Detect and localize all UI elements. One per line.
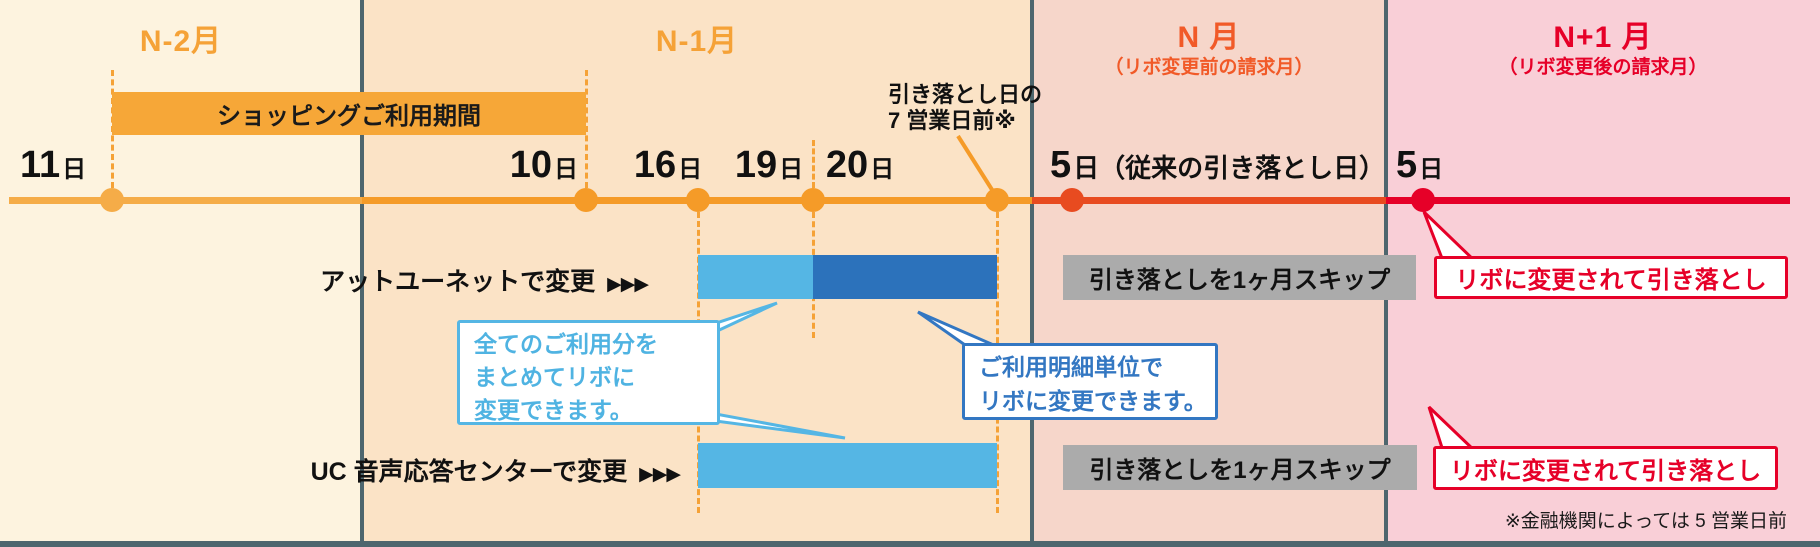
skip-box-atyounet: 引き落としを1ヶ月スキップ <box>1063 255 1416 300</box>
detail-change-bubble: ご利用明細単位で リボに変更できます。 <box>962 343 1218 420</box>
timeline-dot-day5-n-plus-1 <box>1411 188 1435 212</box>
date-unit: 日 <box>554 156 578 183</box>
bubble-line: ご利用明細単位で <box>979 354 1163 380</box>
month-header-n: N 月 （リボ変更前の請求月） <box>1032 22 1386 79</box>
date-unit: 日 <box>1419 156 1444 183</box>
withdrawal-deadline-note: 引き落とし日の 7 営業日前※ <box>888 82 1058 134</box>
month-title: N+1 月 <box>1553 21 1653 54</box>
date-number: 5 <box>1396 144 1418 186</box>
bubble-line: まとめてリボに <box>474 364 635 390</box>
date-number: 10 <box>509 144 552 186</box>
date-number: 19 <box>734 144 778 186</box>
skip-label: 引き落としを1ヶ月スキップ <box>1088 267 1391 294</box>
row-label-text: UC 音声応答センターで変更 <box>310 458 628 486</box>
date-number: 20 <box>825 144 869 186</box>
month-header-n-2: N-2月 <box>0 26 362 58</box>
month-subtitle: （リボ変更後の請求月） <box>1498 57 1708 78</box>
panel-month-n-2 <box>0 0 362 547</box>
timeline-dot-day5-n <box>1060 188 1084 212</box>
timeline-dot-day11 <box>100 188 124 212</box>
date-label-day11: 11日 <box>20 144 86 187</box>
note-line-2: 7 営業日前※ <box>888 108 1016 133</box>
footnote: ※金融機関によっては 5 営業日前 <box>1504 511 1787 532</box>
atyounet-detail-change-bar <box>813 255 997 299</box>
result-bubble-atyounet: リボに変更されて引き落とし <box>1434 256 1788 299</box>
date-number: 16 <box>633 144 677 186</box>
timeline-segment-n <box>1032 197 1386 204</box>
date-label-day10: 10日 <box>470 144 578 187</box>
date-label-day20: 20日 <box>822 144 898 187</box>
row-label-uc-center: UC 音声応答センターで変更 ▶▶▶ <box>280 452 681 488</box>
skip-box-uc: 引き落としを1ヶ月スキップ <box>1063 445 1417 490</box>
bubble-line: 変更できます。 <box>474 397 633 423</box>
timeline-dot-deadline <box>985 188 1009 212</box>
shopping-period-bar: ショッピングご利用期間 <box>112 92 586 135</box>
month-header-n-1: N-1月 <box>362 26 1032 58</box>
result-bubble-uc: リボに変更されて引き落とし <box>1433 446 1778 490</box>
shopping-period-label: ショッピングご利用期間 <box>217 103 481 130</box>
dashed-guide-line-day19-20-upper <box>812 140 815 188</box>
month-title: N-1月 <box>655 25 739 58</box>
timeline-dot-day16 <box>686 188 710 212</box>
date-unit: 日 <box>870 156 895 183</box>
result-label: リボに変更されて引き落とし <box>1449 457 1762 485</box>
bubble-line: 全てのご利用分を <box>474 331 658 357</box>
date-number: 11 <box>20 144 61 186</box>
dashed-guide-line-day10 <box>585 70 588 188</box>
date-unit: 日 <box>779 156 804 183</box>
date-unit: 日（従来の引き落とし日） <box>1073 153 1386 183</box>
timeline-dot-day10 <box>574 188 598 212</box>
date-unit: 日 <box>678 156 703 183</box>
row-label-text: アットユーネットで変更 <box>320 268 596 296</box>
atyounet-bulk-change-bar <box>698 255 813 299</box>
month-subtitle: （リボ変更前の請求月） <box>1104 57 1314 78</box>
uc-center-change-bar <box>698 443 997 488</box>
timeline-dot-day19-20 <box>801 188 825 212</box>
divider-n1-n <box>1030 0 1034 547</box>
date-label-day16: 16日 <box>633 144 703 187</box>
triple-arrow-icon: ▶▶▶ <box>639 464 681 485</box>
month-header-n-plus-1: N+1 月 （リボ変更後の請求月） <box>1386 22 1820 79</box>
date-label-day5-n-plus-1: 5日 <box>1396 144 1443 187</box>
timeline-segment-n-2 <box>9 197 362 204</box>
date-label-day5-n: 5日（従来の引き落とし日） <box>1050 144 1385 187</box>
skip-label: 引き落としを1ヶ月スキップ <box>1089 457 1391 484</box>
date-number: 5 <box>1050 144 1072 186</box>
result-label: リボに変更されて引き落とし <box>1455 267 1767 294</box>
bulk-change-bubble: 全てのご利用分を まとめてリボに 変更できます。 <box>457 320 720 425</box>
triple-arrow-icon: ▶▶▶ <box>607 274 649 295</box>
divider-n2-n1 <box>360 0 364 547</box>
bubble-line: リボに変更できます。 <box>979 388 1207 414</box>
date-label-day19: 19日 <box>730 144 808 187</box>
row-label-atyounet: アットユーネットで変更 ▶▶▶ <box>288 262 649 298</box>
month-title: N 月 <box>1177 21 1241 54</box>
note-line-1: 引き落とし日の <box>888 82 1043 107</box>
bottom-border <box>0 541 1820 547</box>
month-title: N-2月 <box>139 25 223 58</box>
date-unit: 日 <box>62 156 87 183</box>
timeline-segment-n-plus-1 <box>1386 197 1790 204</box>
